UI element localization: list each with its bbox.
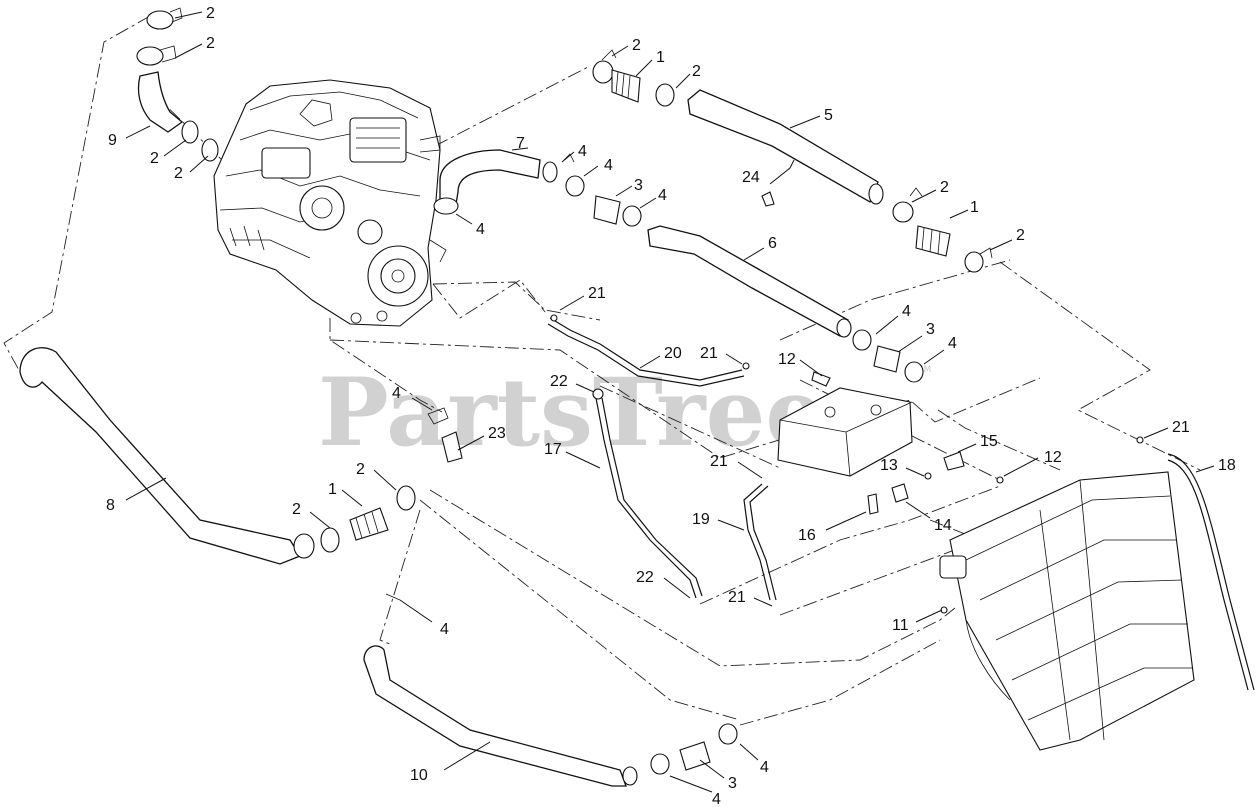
callout-21: 21 [588, 285, 606, 302]
leader-lines [125, 11, 1215, 793]
coupler-3-icon [593, 195, 621, 225]
sensor-24-icon [761, 191, 775, 207]
hose-9-elbow [136, 7, 219, 162]
hose-clamp-icon [904, 361, 924, 383]
hose-6 [647, 225, 924, 383]
callout-2: 2 [174, 165, 183, 182]
hose-clamp-icon [892, 201, 914, 223]
hose-clamp-icon [320, 527, 340, 553]
coupler-icon [915, 225, 951, 257]
hose-18 [1167, 453, 1255, 691]
hose-clamp-icon [181, 120, 199, 144]
callout-16: 16 [798, 527, 816, 544]
callout-4: 4 [712, 791, 721, 808]
callout-21: 21 [700, 345, 718, 362]
callout-2: 2 [292, 501, 301, 518]
callout-4: 4 [902, 303, 911, 320]
callout-8: 8 [106, 497, 115, 514]
callout-2: 2 [940, 179, 949, 196]
watermark: PartsTree [318, 358, 825, 468]
callout-labels: 2 2 9 2 2 2 1 2 5 7 4 4 3 4 24 2 1 2 4 6… [106, 5, 1236, 808]
callout-7: 7 [516, 135, 525, 152]
callout-18: 18 [1218, 457, 1236, 474]
callout-2: 2 [150, 150, 159, 167]
engine-block [213, 79, 447, 327]
callout-2: 2 [356, 461, 365, 478]
hose-clamp-icon [146, 10, 174, 30]
hose-clamp-icon [433, 197, 459, 215]
callout-4: 4 [578, 143, 587, 160]
callout-24: 24 [742, 169, 760, 186]
hose-clamp-icon [396, 485, 416, 511]
hose-clamp-icon [622, 205, 642, 227]
callout-20: 20 [664, 345, 682, 362]
callout-2: 2 [1016, 227, 1025, 244]
callout-4: 4 [440, 621, 449, 638]
hose-clamp-icon [136, 46, 164, 66]
hose-clamp-icon [592, 60, 614, 84]
callout-4: 4 [948, 335, 957, 352]
callout-10: 10 [410, 767, 428, 784]
callout-4: 4 [760, 759, 769, 776]
callout-1: 1 [656, 49, 665, 66]
hose-clamp-icon [718, 723, 738, 745]
hose-clamp-icon [852, 329, 872, 351]
hose-10 [363, 645, 738, 787]
callout-12: 12 [778, 351, 796, 368]
hose-clamp-icon [201, 138, 219, 162]
callout-3: 3 [634, 177, 643, 194]
callout-3: 3 [926, 321, 935, 338]
callout-4: 4 [392, 385, 401, 402]
hose-7 [433, 149, 642, 227]
callout-13: 13 [880, 457, 898, 474]
callout-4: 4 [658, 187, 667, 204]
hose-19 [743, 483, 777, 601]
callout-19: 19 [692, 511, 710, 528]
hose-17 [592, 388, 703, 599]
radiator [939, 471, 1195, 751]
callout-3: 3 [728, 775, 737, 792]
assembly-dashed-lines [3, 15, 1201, 726]
callout-1: 1 [328, 481, 337, 498]
callout-1: 1 [970, 199, 979, 216]
callout-21: 21 [1172, 419, 1190, 436]
callout-11: 11 [892, 617, 909, 634]
valve-fittings [550, 314, 1144, 614]
hose-8 [19, 347, 416, 565]
hose-20 [547, 317, 745, 387]
watermark-trademark: TM [917, 365, 931, 375]
callout-5: 5 [824, 107, 833, 124]
coupler-icon [611, 69, 641, 103]
callout-22: 22 [636, 569, 654, 586]
callout-2: 2 [632, 37, 641, 54]
overflow-tank [777, 371, 913, 477]
callout-6: 6 [768, 235, 777, 252]
callout-14: 14 [934, 517, 952, 534]
callout-17: 17 [544, 441, 562, 458]
hose-5-upper [592, 49, 993, 273]
hose-clamp-icon [964, 251, 984, 273]
hose-clamp-icon [655, 83, 675, 107]
callout-2: 2 [206, 5, 215, 22]
hose-clamp-icon [650, 753, 670, 775]
coupler-3-icon [873, 345, 901, 373]
callout-4: 4 [476, 221, 485, 238]
hose-clamp-icon [565, 175, 585, 197]
fitting-23 [385, 407, 463, 601]
coupler-3-icon [679, 741, 711, 771]
callout-2: 2 [206, 35, 215, 52]
callout-21: 21 [728, 589, 746, 606]
callout-12: 12 [1044, 449, 1062, 466]
callout-22: 22 [550, 373, 568, 390]
callout-4: 4 [604, 157, 613, 174]
callout-9: 9 [108, 132, 117, 149]
callout-15: 15 [980, 433, 998, 450]
coupler-icon [349, 507, 389, 541]
callout-23: 23 [488, 425, 506, 442]
callout-2: 2 [692, 63, 701, 80]
callout-21: 21 [710, 453, 728, 470]
